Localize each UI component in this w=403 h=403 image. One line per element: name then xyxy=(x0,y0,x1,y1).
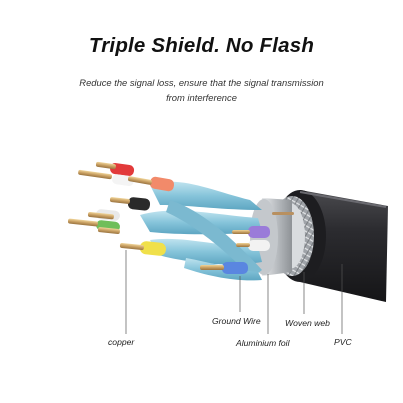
subheadline: Reduce the signal loss, ensure that the … xyxy=(60,75,343,105)
label-pvc: PVC xyxy=(334,337,352,347)
subheadline-line-1: Reduce the signal loss, ensure that the … xyxy=(79,77,324,88)
subheadline-line-2: from interference xyxy=(166,92,237,103)
label-copper: copper xyxy=(108,337,135,347)
label-ground-wire: Ground Wire xyxy=(212,316,261,326)
headline: Triple Shield. No Flash xyxy=(88,34,315,57)
leader-lines xyxy=(125,250,343,334)
pair-shields xyxy=(140,181,262,281)
inner-conductors xyxy=(96,163,270,274)
copper-cores xyxy=(67,161,294,270)
label-woven-web: Woven web xyxy=(285,318,330,328)
label-aluminium-foil: Aluminium foil xyxy=(236,338,290,348)
